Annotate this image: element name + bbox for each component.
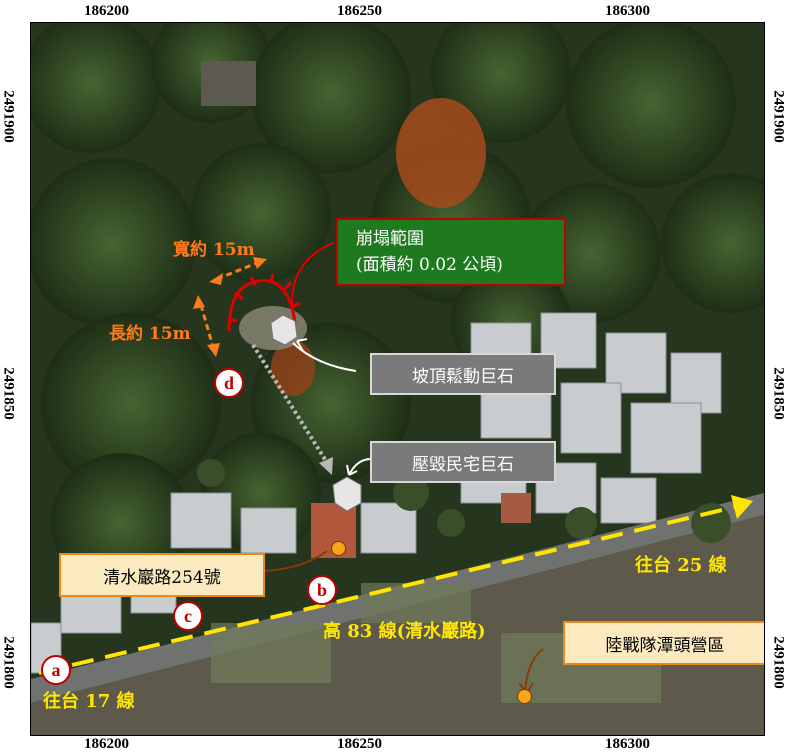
x-tick-bottom-2: 186250: [337, 736, 382, 752]
x-tick-top-1: 186200: [84, 3, 129, 19]
camp-location-dot: [517, 689, 532, 704]
collapse-area-title: 崩塌範圍: [356, 229, 424, 249]
width-arrow: [209, 257, 267, 285]
x-tick-bottom-1: 186200: [84, 736, 129, 752]
y-tick-left-2: 2491850: [0, 367, 17, 420]
collapse-area-label: 崩塌範圍 (面積約 0.02 公頃): [336, 218, 566, 286]
to-route-17-label: 往台 17 線: [43, 691, 135, 712]
house-location-dot: [331, 541, 346, 556]
y-tick-left-3: 2491800: [0, 636, 17, 689]
route-dashed-line: [38, 495, 753, 675]
address-label: 清水巖路254號: [59, 553, 265, 597]
loose-boulder-shape: [270, 314, 298, 346]
crushing-boulder-shape: [332, 476, 362, 512]
length-arrow: [193, 295, 220, 357]
loose-boulder-label: 坡頂鬆動巨石: [370, 353, 556, 395]
length-label: 長約 15m: [109, 324, 191, 344]
point-b-marker: b: [307, 575, 337, 605]
x-tick-bottom-3: 186300: [605, 736, 650, 752]
crushing-boulder-label: 壓毀民宅巨石: [370, 441, 556, 483]
y-tick-right-1: 2491900: [770, 90, 785, 143]
x-tick-top-3: 186300: [605, 3, 650, 19]
to-route-25-label: 往台 25 線: [635, 555, 727, 576]
collapse-area-size: (面積約 0.02 公頃): [356, 255, 503, 275]
x-tick-top-2: 186250: [337, 3, 382, 19]
width-label: 寬約 15m: [173, 240, 255, 260]
y-tick-right-3: 2491800: [770, 636, 785, 689]
y-tick-right-2: 2491850: [770, 367, 785, 420]
y-tick-left-1: 2491900: [0, 90, 17, 143]
point-d-marker: d: [214, 368, 244, 398]
camp-label: 陸戰隊潭頭營區: [563, 621, 764, 665]
collapse-outline: [227, 273, 301, 332]
aerial-map: 崩塌範圍 (面積約 0.02 公頃) 寬約 15m 長約 15m d 坡頂鬆動巨…: [30, 22, 765, 736]
boulder-path-arrow: [251, 343, 333, 475]
point-a-marker: a: [41, 655, 71, 685]
road-name-label: 高 83 線(清水巖路): [323, 621, 486, 642]
point-c-marker: c: [173, 601, 203, 631]
